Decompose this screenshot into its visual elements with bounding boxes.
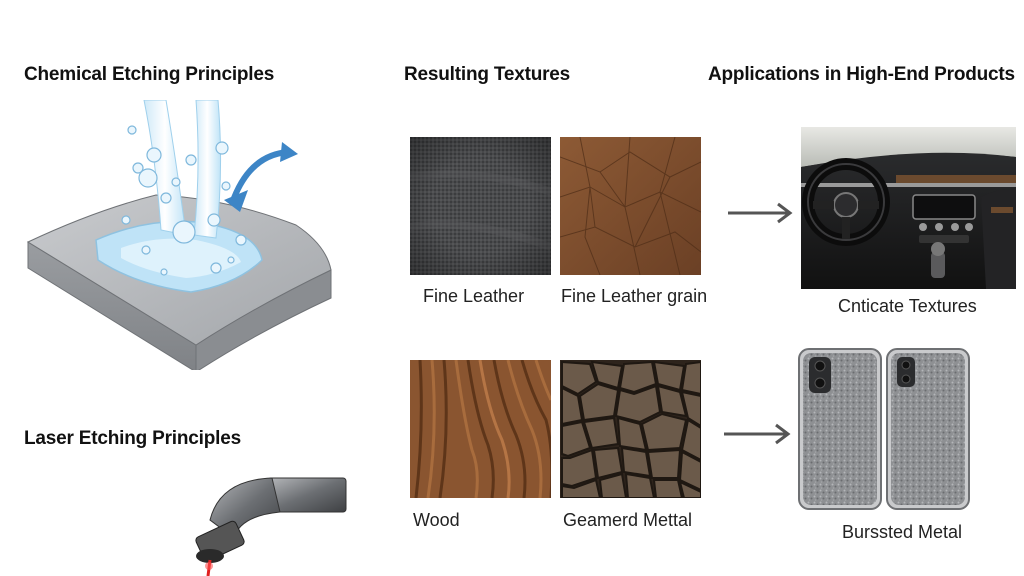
applications-heading: Applications in High-End Products [708,64,1015,85]
fine-leather-swatch [410,137,551,275]
application-label: Cnticate Textures [838,296,977,316]
cracked-leather-swatch [560,360,701,498]
laser-head-icon [190,472,350,576]
texture-label: Fine Leather [423,286,525,306]
resulting-textures-heading: Resulting Textures [404,64,571,85]
texture-label: Geamerd Mettal [563,510,693,530]
chemical-etching-heading: Chemical Etching Principles [24,64,275,85]
textured-phones-image [795,345,975,510]
fine-leather-grain-swatch [560,137,701,275]
laser-etching-heading: Laser Etching Principles [24,428,241,449]
arrow-right-icon [728,202,794,224]
texture-label: Fine Leather grain [561,286,708,306]
texture-label: Wood [413,510,460,530]
application-label: Burssted Metal [842,522,963,542]
arrow-right-icon [724,423,792,445]
wood-swatch [410,360,551,498]
etching-bath-icon [26,100,346,370]
car-interior-image [801,127,1016,289]
